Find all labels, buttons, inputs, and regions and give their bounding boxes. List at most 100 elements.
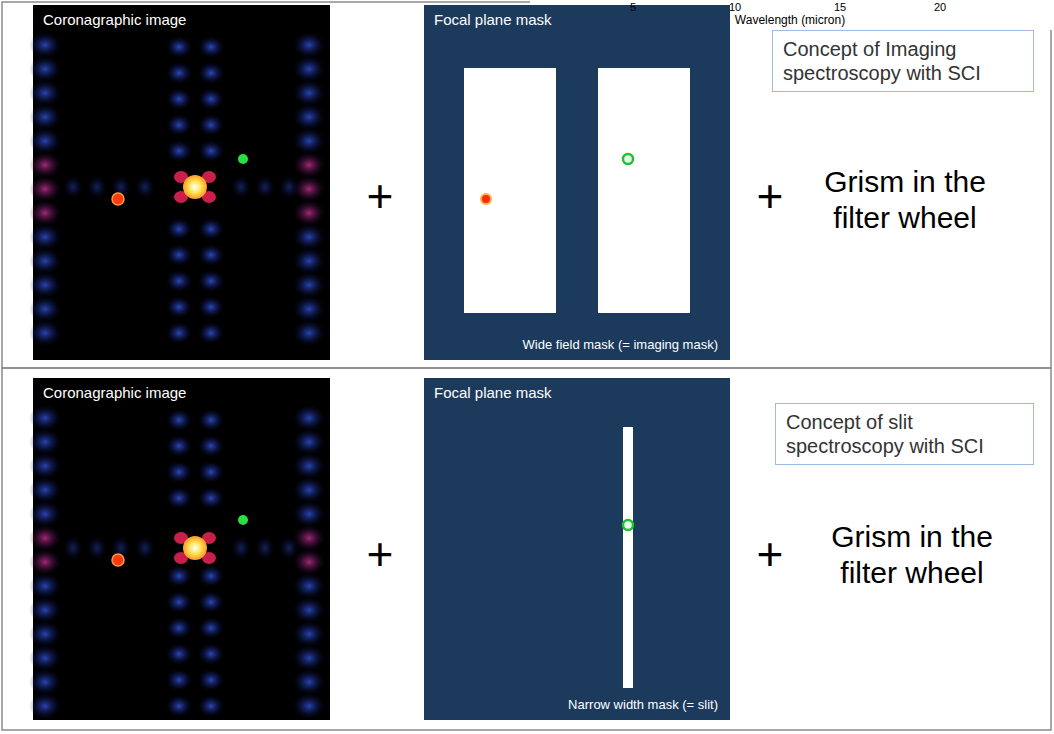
diffraction-blob	[198, 461, 224, 483]
diffraction-blob	[166, 88, 192, 110]
diffraction-blob	[198, 296, 224, 318]
focal-plane-mask	[424, 5, 730, 360]
diffraction-blob	[29, 429, 61, 455]
diffraction-blob	[29, 128, 61, 154]
diffraction-blob	[198, 322, 224, 344]
diffraction-blob	[29, 320, 61, 346]
diffraction-blob	[29, 152, 61, 178]
planet-green	[238, 515, 248, 525]
planet-red	[112, 554, 124, 566]
tick-label: 10	[729, 1, 741, 14]
diffraction-blob	[166, 244, 192, 266]
panel-title: Coronagraphic image	[43, 11, 186, 28]
diffraction-blob	[29, 549, 61, 575]
diffraction-blob	[198, 270, 224, 292]
diffraction-blob	[293, 296, 325, 322]
diffraction-blob	[29, 693, 61, 719]
diffraction-blob	[29, 597, 61, 623]
diffraction-blob	[166, 140, 192, 162]
diffraction-blob	[166, 435, 192, 457]
mask-opening	[598, 68, 690, 313]
mask-opening	[464, 68, 556, 313]
diffraction-blob	[166, 669, 192, 691]
diffraction-blob	[231, 536, 251, 560]
diffraction-blob	[166, 322, 192, 344]
diffraction-blob	[198, 669, 224, 691]
diffraction-blob	[29, 224, 61, 250]
diffraction-blob	[231, 175, 251, 199]
diffraction-blob	[166, 270, 192, 292]
tick-label: 15	[834, 1, 846, 14]
diffraction-blob	[198, 114, 224, 136]
coronagraphic-image	[29, 5, 330, 360]
planet-red	[481, 194, 491, 204]
diffraction-blob	[29, 405, 61, 431]
diffraction-blob	[198, 36, 224, 58]
diffraction-blob	[29, 525, 61, 551]
diffraction-blob	[29, 573, 61, 599]
diffraction-blob	[198, 409, 224, 431]
diffraction-blob	[293, 669, 325, 695]
diffraction-blob	[29, 501, 61, 527]
panel-frame	[2, 2, 1051, 368]
axis-title: Wavelength (micron)	[735, 13, 845, 27]
diffraction-blob	[293, 645, 325, 671]
diffraction-blob	[198, 487, 224, 509]
concept-box: Concept of Imaging spectroscopy with SCI	[772, 30, 1034, 92]
diffraction-blob	[166, 565, 192, 587]
diffraction-blob	[29, 669, 61, 695]
plus-sign: +	[757, 169, 784, 224]
diffraction-blob	[166, 62, 192, 84]
diffraction-blob	[293, 453, 325, 479]
slit	[623, 427, 633, 688]
diffraction-blob	[293, 200, 325, 226]
diffraction-blob	[29, 32, 61, 58]
concept-text: Concept of slit spectroscopy with SCI	[786, 410, 1023, 458]
planet-green	[238, 154, 248, 164]
diffraction-blob	[29, 176, 61, 202]
diffraction-blob	[293, 56, 325, 82]
diffraction-blob	[198, 88, 224, 110]
diffraction-blob	[166, 643, 192, 665]
focal-plane-mask-panel: Focal plane maskNarrow width mask (= sli…	[424, 378, 730, 720]
diffraction-blob	[293, 248, 325, 274]
diffraction-blob	[166, 695, 192, 717]
grism-text: Grism in the filter wheel	[805, 519, 1019, 591]
diffraction-blob	[166, 218, 192, 240]
diffraction-blob	[293, 104, 325, 130]
diffraction-blob	[198, 617, 224, 639]
diffraction-blob	[166, 114, 192, 136]
diffraction-blob	[29, 80, 61, 106]
diffraction-blob	[293, 405, 325, 431]
diffraction-blob	[293, 501, 325, 527]
coronagraphic-image-panel: Coronagraphic image	[33, 378, 330, 720]
diffraction-blob	[198, 435, 224, 457]
diffraction-blob	[87, 536, 107, 560]
diffraction-blob	[279, 175, 299, 199]
planet-red	[112, 193, 124, 205]
diffraction-blob	[166, 487, 192, 509]
diffraction-blob	[166, 461, 192, 483]
diffraction-blob	[135, 175, 155, 199]
grism-text: Grism in the filter wheel	[798, 164, 1012, 236]
plus-sign: +	[757, 527, 784, 582]
panel-frame	[2, 368, 1051, 730]
diffraction-blob	[87, 175, 107, 199]
diffraction-blob	[29, 477, 61, 503]
diffraction-blob	[198, 643, 224, 665]
mask-caption: Narrow width mask (= slit)	[568, 697, 718, 712]
diffraction-blob	[255, 536, 275, 560]
diffraction-blob	[29, 645, 61, 671]
panel-title: Coronagraphic image	[43, 384, 186, 401]
diffraction-blob	[135, 536, 155, 560]
diffraction-blob	[63, 536, 83, 560]
diffraction-blob	[29, 104, 61, 130]
coronagraphic-image-panel: Coronagraphic image	[33, 5, 330, 360]
diffraction-blob	[166, 409, 192, 431]
diffraction-blob	[279, 536, 299, 560]
diffraction-blob	[293, 224, 325, 250]
panel-title: Focal plane mask	[434, 11, 552, 28]
diffraction-blob	[293, 32, 325, 58]
diffraction-blob	[198, 140, 224, 162]
